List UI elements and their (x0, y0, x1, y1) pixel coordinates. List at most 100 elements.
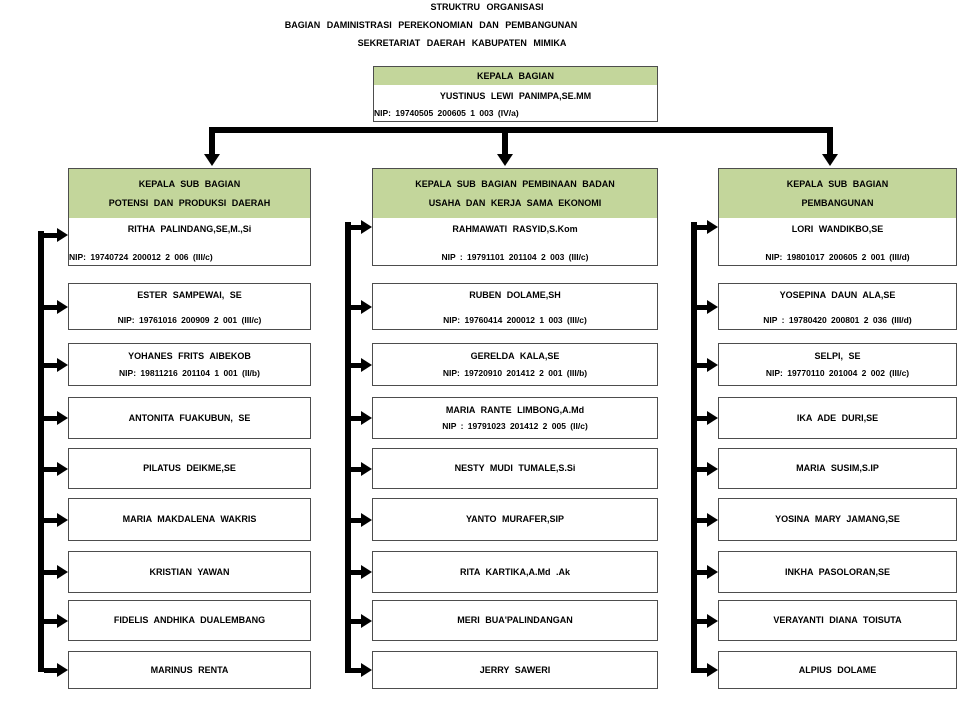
staff-box: SELPI, SE NIP: 19770110 201004 2 002 (II… (718, 343, 957, 386)
staff-box: PILATUS DEIKME,SE (68, 448, 311, 489)
staff-name: MARIA MAKDALENA WAKRIS (122, 514, 257, 524)
right-arrow (697, 565, 718, 579)
staff-box: GERELDA KALA,SE NIP: 19720910 201412 2 0… (372, 343, 658, 386)
arrow-head-icon (707, 663, 718, 677)
arrow-head-icon (361, 300, 372, 314)
right-arrow (44, 358, 68, 372)
arrow-stem (502, 133, 508, 155)
arrow-head-icon (361, 411, 372, 425)
staff-name: JERRY SAWERI (479, 664, 551, 675)
arrow-head-icon (707, 614, 718, 628)
staff-box: MERI BUA'PALINDANGAN (372, 600, 658, 641)
arrow-head-icon (57, 462, 68, 476)
staff-nip: NIP : 19791023 201412 2 005 (II/c) (442, 421, 588, 431)
staff-box: RUBEN DOLAME,SH NIP: 19760414 200012 1 0… (372, 283, 658, 330)
staff-name: ESTER SAMPEWAI, SE (137, 290, 242, 300)
staff-name: GERELDA KALA,SE (470, 351, 560, 362)
staff-name: PILATUS DEIKME,SE (143, 463, 236, 473)
kepala-bagian-nip: NIP: 19740505 200605 1 003 (IV/a) (374, 108, 519, 118)
arrow-head-icon (57, 663, 68, 677)
staff-name: RUBEN DOLAME,SH (469, 290, 561, 300)
staff-name: MARINUS RENTA (150, 664, 229, 675)
green-header: KEPALA SUB BAGIAN PEMBANGUNAN (719, 169, 956, 218)
arrow-head-icon (57, 513, 68, 527)
staff-box: MARIA SUSIM,S.IP (718, 448, 957, 489)
arrow-stem (209, 133, 215, 155)
arrow-head-icon (361, 462, 372, 476)
staff-name: YANTO MURAFER,SIP (465, 514, 564, 524)
staff-name: IKA ADE DURI,SE (796, 412, 879, 423)
right-arrow (351, 411, 372, 425)
staff-box: NESTY MUDI TUMALE,S.Si (372, 448, 658, 489)
staff-name: ALPIUS DOLAME (798, 664, 877, 675)
sub-bagian-title-2: USAHA DAN KERJA SAMA EKONOMI (428, 197, 602, 208)
head-nip: NIP: 19740724 200012 2 006 (III/c) (69, 252, 213, 262)
arrow-head-icon (57, 614, 68, 628)
staff-name: INKHA PASOLORAN,SE (784, 566, 890, 577)
right-arrow (697, 358, 718, 372)
down-arrow-left (204, 133, 220, 166)
kepala-bagian-title: KEPALA BAGIAN (477, 70, 554, 81)
kepala-bagian-box: KEPALA BAGIAN YUSTINUS LEWI PANIMPA,SE.M… (373, 66, 658, 122)
staff-name: SELPI, SE (814, 351, 861, 362)
green-header: KEPALA BAGIAN (374, 67, 657, 85)
staff-nip: NIP : 19780420 200801 2 036 (III/d) (763, 315, 912, 325)
sub-bagian-head-box: KEPALA SUB BAGIAN PEMBANGUNAN LORI WANDI… (718, 168, 957, 266)
staff-name: ANTONITA FUAKUBUN, SE (128, 412, 251, 423)
arrow-head-icon (57, 358, 68, 372)
staff-name: NESTY MUDI TUMALE,S.Si (454, 463, 576, 473)
head-name: RITHA PALINDANG,SE,M.,Si (127, 224, 252, 234)
arrow-head-icon (707, 411, 718, 425)
arrow-head-icon (361, 565, 372, 579)
staff-name: MARIA SUSIM,S.IP (796, 463, 879, 473)
right-arrow (351, 300, 372, 314)
spine-column-2 (345, 222, 351, 673)
staff-box: FIDELIS ANDHIKA DUALEMBANG (68, 600, 311, 641)
staff-box: MARIA RANTE LIMBONG,A.Md NIP : 19791023 … (372, 397, 658, 439)
arrow-head-icon (361, 614, 372, 628)
arrow-head-icon (361, 358, 372, 372)
staff-box: ESTER SAMPEWAI, SE NIP: 19761016 200909 … (68, 283, 311, 330)
down-arrow-right (822, 133, 838, 166)
staff-box: ALPIUS DOLAME (718, 651, 957, 689)
arrow-head-icon (204, 154, 220, 166)
head-name: LORI WANDIKBO,SE (791, 224, 884, 234)
kepala-bagian-name: YUSTINUS LEWI PANIMPA,SE.MM (439, 91, 592, 101)
arrow-head-icon (57, 228, 68, 242)
right-arrow (697, 663, 718, 677)
staff-box: INKHA PASOLORAN,SE (718, 551, 957, 593)
right-arrow (697, 411, 718, 425)
arrow-head-icon (57, 300, 68, 314)
sub-bagian-title-2: POTENSI DAN PRODUKSI DAERAH (108, 197, 271, 208)
staff-box: JERRY SAWERI (372, 651, 658, 689)
arrow-head-icon (707, 565, 718, 579)
staff-nip: NIP: 19770110 201004 2 002 (III/c) (765, 367, 910, 378)
right-arrow (351, 513, 372, 527)
right-arrow (44, 614, 68, 628)
staff-box: YOSEPINA DAUN ALA,SE NIP : 19780420 2008… (718, 283, 957, 330)
title-line-1: STRUKTRU ORGANISASI (430, 2, 544, 12)
staff-name: MARIA RANTE LIMBONG,A.Md (445, 405, 585, 415)
arrow-head-icon (822, 154, 838, 166)
arrow-head-icon (497, 154, 513, 166)
sub-bagian-title-2: PEMBANGUNAN (801, 197, 874, 208)
sub-bagian-head-box: KEPALA SUB BAGIAN PEMBINAAN BADAN USAHA … (372, 168, 658, 266)
right-arrow (697, 614, 718, 628)
staff-box: MARIA MAKDALENA WAKRIS (68, 498, 311, 541)
staff-box: RITA KARTIKA,A.Md .Ak (372, 551, 658, 593)
sub-bagian-head-box: KEPALA SUB BAGIAN POTENSI DAN PRODUKSI D… (68, 168, 311, 266)
right-arrow (44, 411, 68, 425)
connector-bar (209, 127, 833, 133)
arrow-head-icon (707, 358, 718, 372)
staff-name: YOSINA MARY JAMANG,SE (775, 514, 900, 524)
right-arrow (697, 462, 718, 476)
staff-box: IKA ADE DURI,SE (718, 397, 957, 439)
right-arrow (44, 663, 68, 677)
right-arrow (44, 513, 68, 527)
right-arrow (351, 663, 372, 677)
right-arrow (351, 614, 372, 628)
green-header: KEPALA SUB BAGIAN PEMBINAAN BADAN USAHA … (373, 169, 657, 218)
right-arrow (44, 565, 68, 579)
arrow-head-icon (707, 220, 718, 234)
arrow-head-icon (361, 220, 372, 234)
